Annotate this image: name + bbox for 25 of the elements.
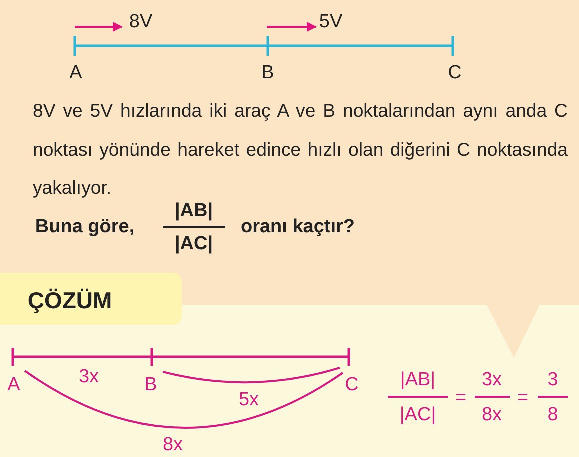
denominator: |AC| [174,234,214,254]
numerator: |AB| [174,202,214,220]
denominator: |AC| [400,406,436,424]
question-text: oranı kaçtır? [240,218,356,236]
speed-label: 8V [129,12,153,32]
equals-sign: = [455,388,467,408]
problem-text: 8V ve 5V hızlarında iki araç A ve B noktalarından aynı anda C noktası yönünde hareket edince hızlı olan diğerini C noktasında yakalıyor. [33,99,568,200]
section-heading: ÇÖZÜM [28,290,112,312]
point-label: A [8,376,20,394]
point-label: A [70,64,82,82]
denominator: 8x [482,406,502,424]
question-text: Buna göre, [35,218,135,236]
denominator: 8 [548,406,558,424]
segment-label: 3x [78,368,100,386]
equals-sign: = [517,388,529,408]
segment-label: 8x [162,436,184,454]
point-label: C [448,64,462,82]
point-label: B [144,376,158,394]
numerator: 3 [548,370,558,390]
numerator: 3x [482,370,502,390]
segment-label: 5x [238,390,260,410]
point-label: B [262,64,274,82]
point-label: C [345,376,359,394]
speed-label: 5V [319,12,343,32]
numerator: |AB| [400,370,436,390]
